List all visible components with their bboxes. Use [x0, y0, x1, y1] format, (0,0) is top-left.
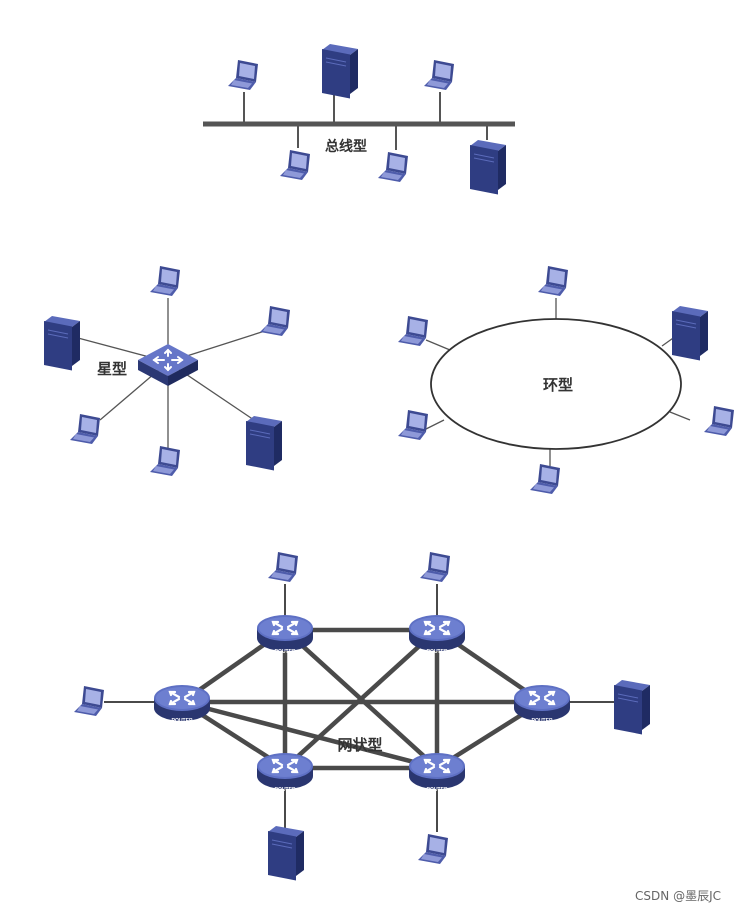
server-icon: [267, 825, 305, 881]
server-icon: [613, 679, 651, 735]
router-icon: ROUTER: [255, 613, 315, 655]
router-icon: ROUTER: [152, 683, 212, 724]
server-icon: [245, 415, 283, 471]
server-icon: [43, 315, 81, 371]
laptop-icon: [260, 306, 290, 336]
star-topology: 星型: [43, 266, 290, 476]
svg-text:ROUTER: ROUTER: [531, 718, 553, 724]
svg-text:ROUTER: ROUTER: [274, 649, 296, 655]
server-icon: [469, 139, 507, 195]
laptop-icon: [704, 406, 734, 436]
laptop-icon: [398, 316, 428, 346]
laptop-icon: [538, 266, 568, 296]
mesh-topology: ROUTER ROUTER ROUTER ROUTER ROUTER ROUTE…: [74, 552, 651, 881]
star-label: 星型: [97, 360, 127, 378]
router-icon: ROUTER: [407, 751, 467, 793]
server-icon: [671, 305, 709, 361]
svg-text:ROUTER: ROUTER: [274, 787, 296, 793]
ring-ellipse: [430, 318, 682, 450]
laptop-icon: [268, 552, 298, 582]
router-icon: ROUTER: [407, 613, 467, 655]
svg-text:ROUTER: ROUTER: [171, 718, 193, 724]
laptop-icon: [418, 834, 448, 864]
laptop-icon: [420, 552, 450, 582]
mesh-label: 网状型: [337, 736, 382, 754]
laptop-icon: [530, 464, 560, 494]
laptop-icon: [70, 414, 100, 444]
router-icon: ROUTER: [255, 751, 315, 793]
laptop-icon: [424, 60, 454, 90]
laptop-icon: [280, 150, 310, 180]
laptop-icon: [228, 60, 258, 90]
server-icon: [321, 43, 359, 99]
laptop-icon: [150, 266, 180, 296]
watermark: CSDN @墨辰JC: [635, 889, 721, 903]
bus-topology: 总线型: [203, 43, 515, 195]
svg-text:ROUTER: ROUTER: [426, 649, 448, 655]
bus-label: 总线型: [325, 138, 367, 155]
laptop-icon: [150, 446, 180, 476]
laptop-icon: [398, 410, 428, 440]
ring-topology: 环型: [398, 266, 734, 494]
ring-label: 环型: [543, 376, 573, 394]
router-icon: ROUTER: [512, 683, 572, 724]
svg-text:ROUTER: ROUTER: [426, 787, 448, 793]
laptop-icon: [378, 152, 408, 182]
laptop-icon: [74, 686, 104, 716]
